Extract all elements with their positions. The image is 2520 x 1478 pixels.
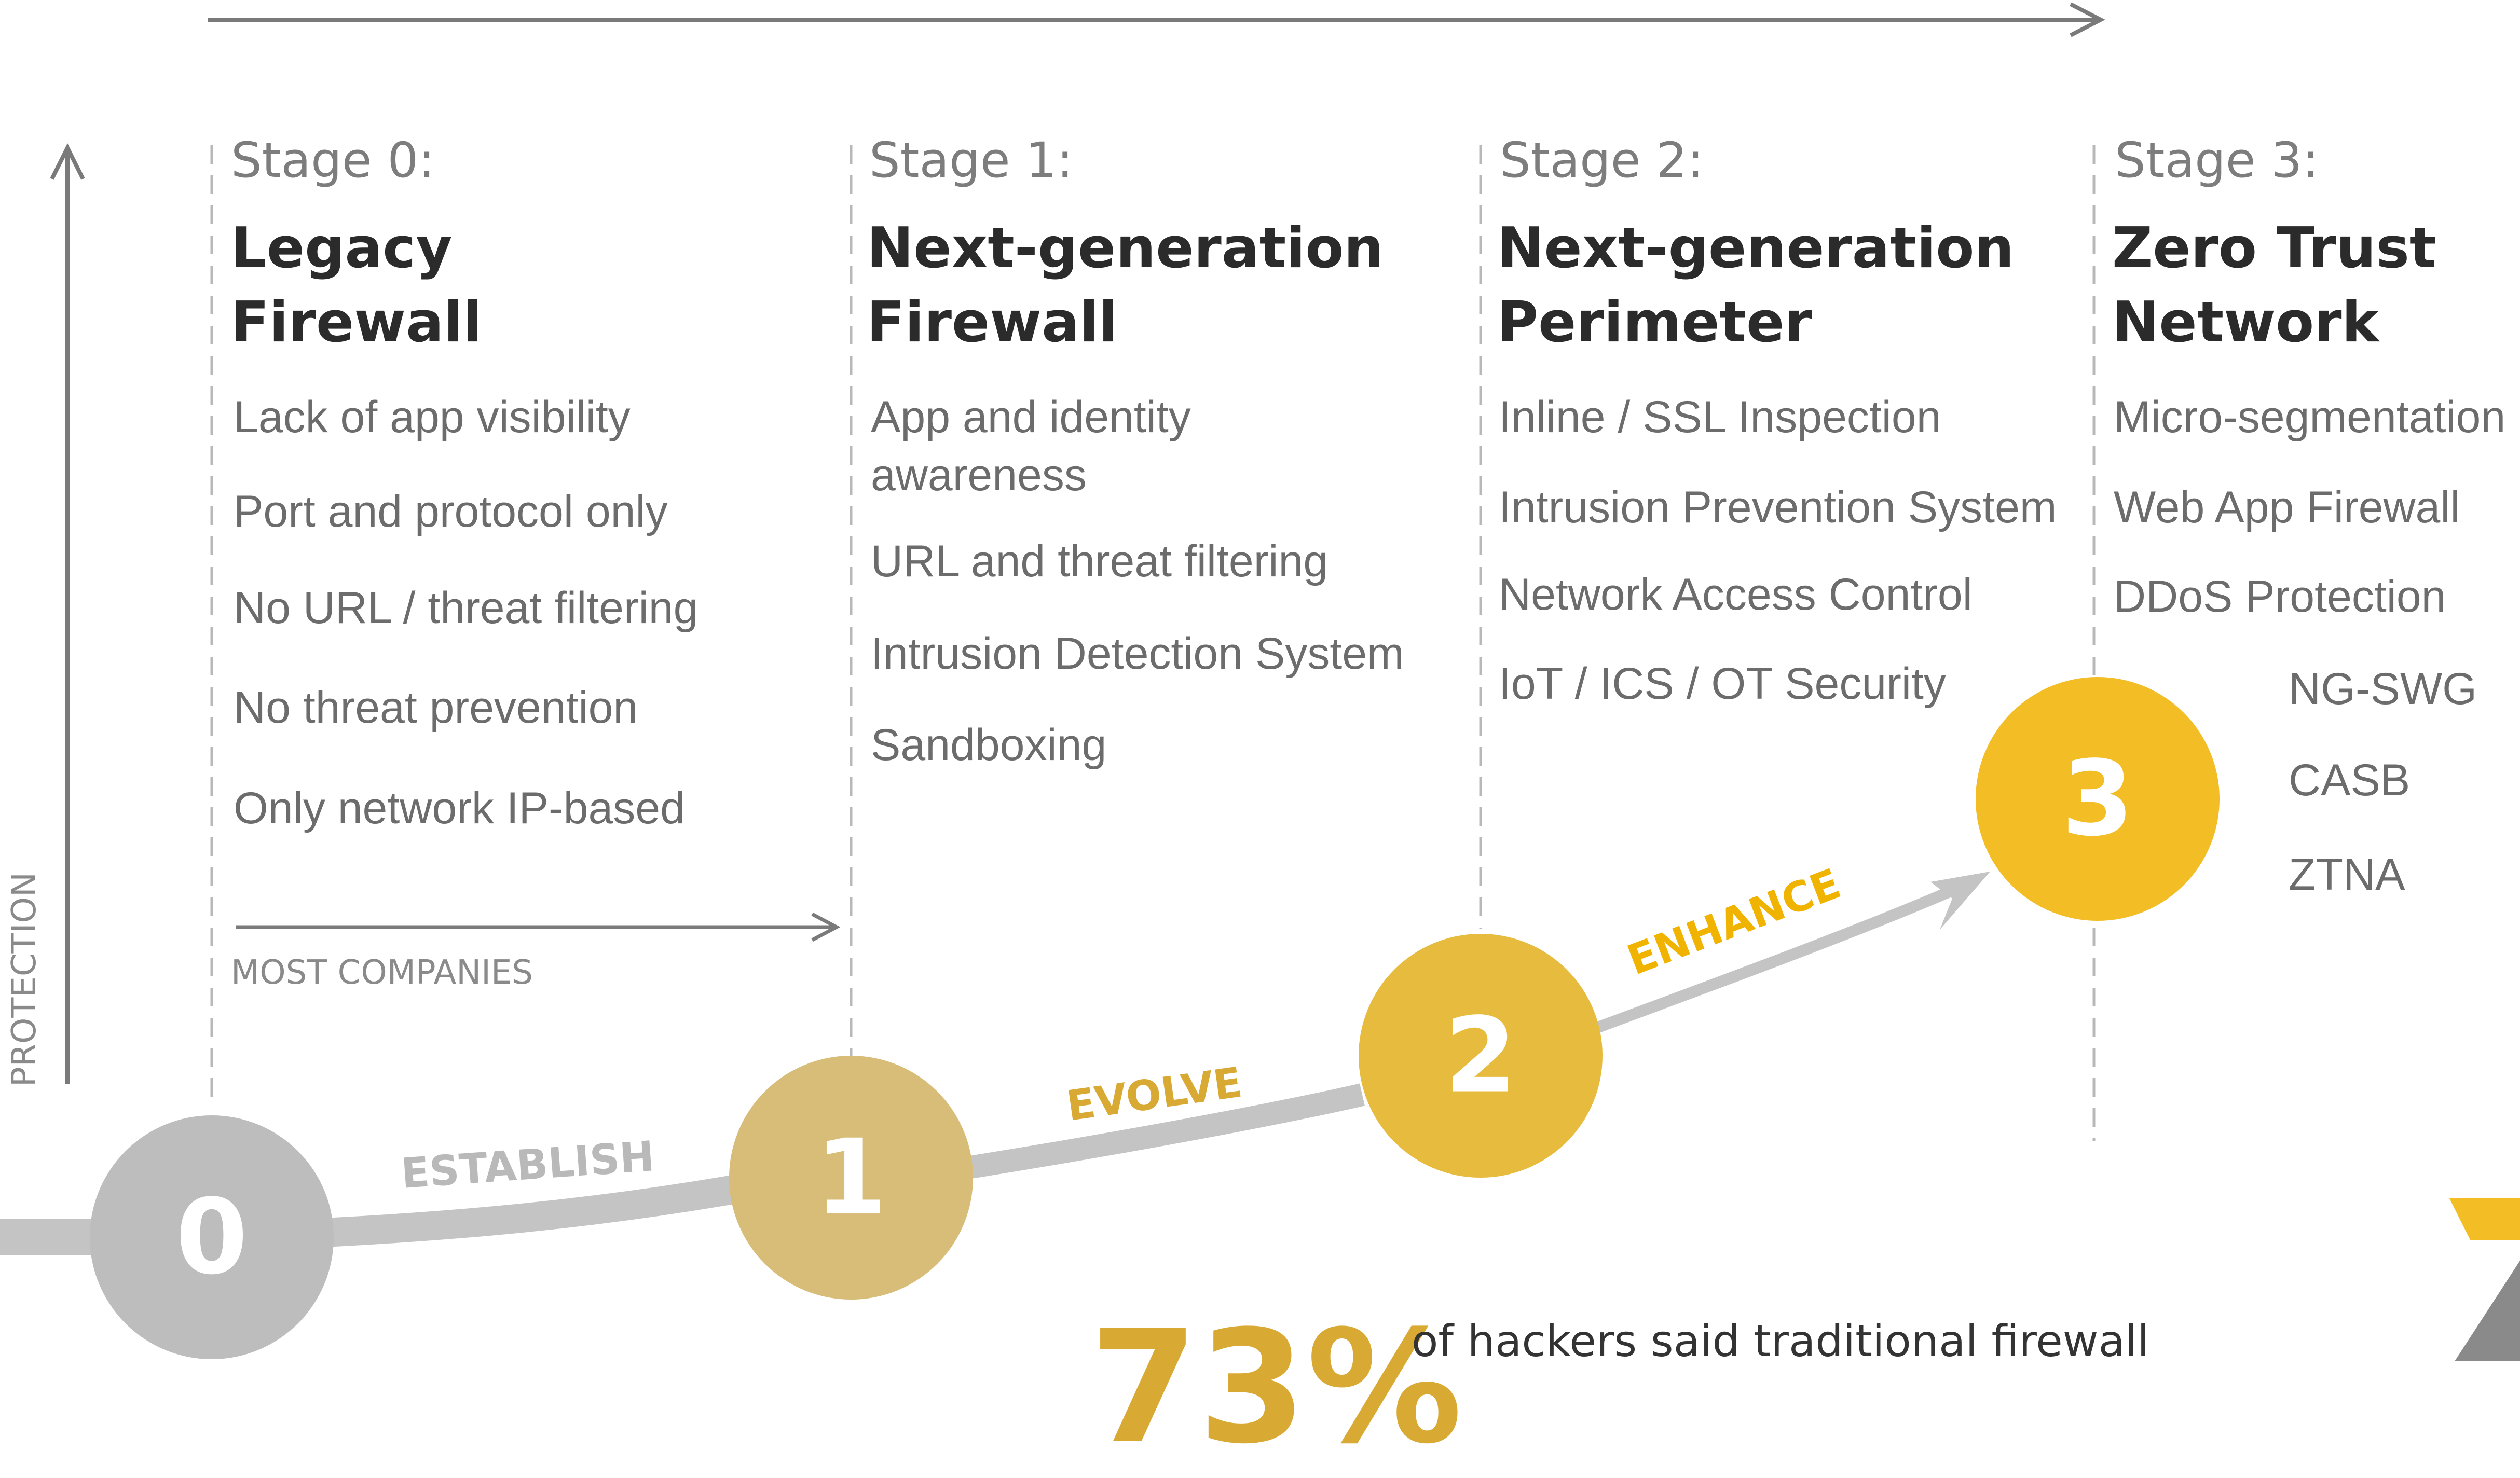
stage-1-title-line2: Firewall	[867, 290, 1118, 355]
stage-3-item: CASB	[2289, 755, 2411, 805]
stage-node-0-number: 0	[175, 1177, 248, 1298]
stat-text: of hackers said traditional firewall	[1412, 1316, 2149, 1366]
stage-node-0	[90, 1115, 334, 1359]
top-arrow-head	[2070, 2, 2105, 37]
stage-3-item: NG-SWG	[2289, 664, 2477, 714]
stage-3-title-line2: Network	[2112, 290, 2379, 355]
stage-1-item: Sandboxing	[871, 720, 1107, 770]
stage-3-item: Web App Firewall	[2114, 482, 2460, 532]
stage-node-3	[1976, 677, 2220, 921]
enhance-label: ENHANCE	[1621, 860, 1846, 985]
stage-node-2	[1359, 934, 1603, 1178]
stage-2-item: Intrusion Prevention System	[1499, 482, 2057, 532]
stage-2-item: Inline / SSL Inspection	[1499, 392, 1941, 442]
stage-0-item: No URL / threat filtering	[234, 583, 699, 633]
stage-2-title-line2: Perimeter	[1497, 290, 1812, 355]
stage-node-3-number: 3	[2061, 739, 2133, 860]
stage-1-item: URL and threat filtering	[871, 536, 1329, 586]
logo-mark-gray	[2455, 1261, 2520, 1361]
diagram-canvas: ESTABLISH EVOLVE ENHANCE 0 1 2 3	[0, 2, 2520, 1361]
progression-path-enhance	[1596, 876, 1975, 1033]
stage-1-item: Intrusion Detection System	[871, 629, 1404, 679]
logo-mark-yellow	[2449, 1198, 2520, 1240]
stage-3-title-line1: Zero Trust	[2112, 216, 2436, 281]
stage-3-item: Micro-segmentation	[2114, 392, 2506, 442]
stage-1-item: App and identity	[871, 392, 1191, 442]
stage-1-item: awareness	[871, 450, 1087, 500]
stage-node-1-number: 1	[815, 1117, 887, 1238]
stage-2-item: IoT / ICS / OT Security	[1499, 659, 1946, 709]
progression-path-evolve	[968, 1083, 1365, 1179]
stage-1-label: Stage 1:	[869, 132, 1073, 189]
stage-3-item: ZTNA	[2289, 850, 2405, 900]
stage-1-title-line1: Next-generation	[867, 216, 1384, 281]
protection-axis-head	[50, 143, 85, 180]
stage-2-item: Network Access Control	[1499, 570, 1973, 619]
stage-3-item: DDoS Protection	[2114, 572, 2446, 621]
stage-0-title-line1: Legacy	[231, 216, 453, 281]
establish-label: ESTABLISH	[400, 1132, 656, 1198]
stage-3-label: Stage 3:	[2115, 132, 2319, 189]
stage-2-title-line1: Next-generation	[1497, 216, 2015, 281]
stage-0-item: No threat prevention	[234, 683, 638, 733]
stage-0-item: Port and protocol only	[234, 487, 668, 536]
stage-0-title-line2: Firewall	[231, 290, 482, 355]
most-companies-arrow-head	[811, 912, 841, 942]
stat-value: 73%	[1090, 1297, 1463, 1478]
protection-axis-label: PROTECTION	[5, 872, 44, 1087]
stage-0-item: Only network IP-based	[234, 783, 685, 833]
stage-node-1	[729, 1056, 973, 1300]
stage-2-label: Stage 2:	[1500, 132, 1704, 189]
most-companies-label: MOST COMPANIES	[231, 954, 533, 992]
stage-node-2-number: 2	[1444, 996, 1516, 1116]
stage-0-item: Lack of app visibility	[234, 392, 631, 442]
stage-0-label: Stage 0:	[231, 132, 435, 189]
progression-arrow-head	[1930, 872, 1990, 930]
